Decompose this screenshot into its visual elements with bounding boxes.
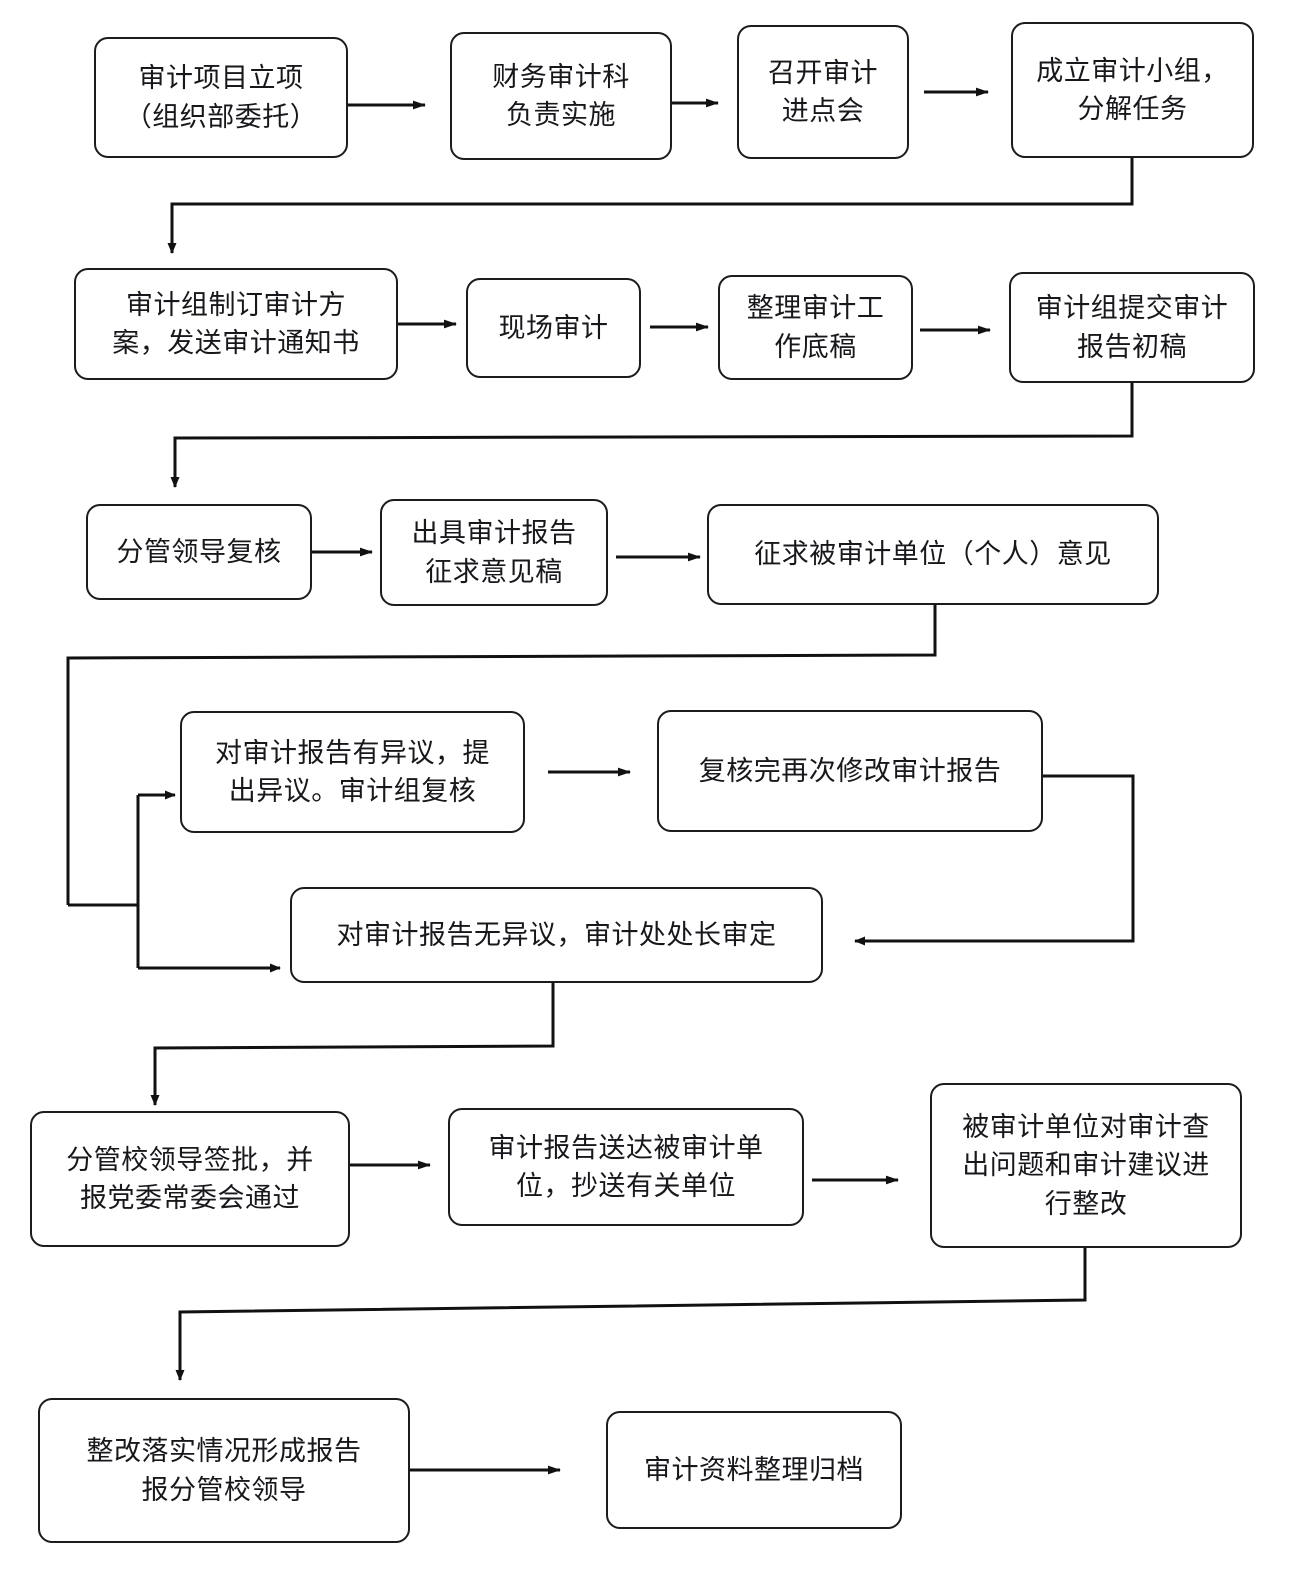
connector-n14-n15 xyxy=(150,982,555,1106)
node-report-has-objection-team-recheck[interactable]: 对审计报告有异议，提 出异议。审计组复核 xyxy=(180,711,525,833)
node-vice-president-sign-and-party-committee[interactable]: 分管校领导签批，并 报党委常委会通过 xyxy=(30,1111,350,1247)
node-deliver-report-to-auditee[interactable]: 审计报告送达被审计单 位，抄送有关单位 xyxy=(448,1108,804,1226)
node-label: 整改落实情况形成报告 报分管校领导 xyxy=(86,1436,362,1505)
node-label: 审计组提交审计 报告初稿 xyxy=(1035,293,1229,362)
node-onsite-audit[interactable]: 现场审计 xyxy=(466,278,641,378)
node-label: 审计资料整理归档 xyxy=(644,1454,864,1485)
node-audit-project-initiation[interactable]: 审计项目立项 （组织部委托） xyxy=(94,37,348,158)
connector-n17-n18 xyxy=(175,1248,1087,1381)
node-label: 财务审计科 负责实施 xyxy=(492,61,630,130)
node-label: 审计组制订审计方 案，发送审计通知书 xyxy=(112,289,360,358)
node-label: 出具审计报告 征求意见稿 xyxy=(411,518,577,587)
node-label: 对审计报告无异议，审计处处长审定 xyxy=(336,919,777,950)
connector-n4-n5 xyxy=(167,158,1134,254)
node-audit-plan-and-notice[interactable]: 审计组制订审计方 案，发送审计通知书 xyxy=(74,268,398,380)
node-label: 召开审计 进点会 xyxy=(768,57,878,126)
node-rectification-report-to-leader[interactable]: 整改落实情况形成报告 报分管校领导 xyxy=(38,1398,410,1543)
node-label: 整理审计工 作底稿 xyxy=(746,293,885,362)
connector-n13-n14 xyxy=(854,774,1135,946)
connector-n11-trunk xyxy=(66,605,937,905)
node-finance-audit-section-implements[interactable]: 财务审计科 负责实施 xyxy=(450,32,672,160)
node-solicit-auditee-opinions[interactable]: 征求被审计单位（个人）意见 xyxy=(707,504,1159,605)
node-label: 分管领导复核 xyxy=(116,536,282,567)
node-label: 成立审计小组， 分解任务 xyxy=(1036,55,1229,124)
node-form-audit-team-split-tasks[interactable]: 成立审计小组， 分解任务 xyxy=(1011,22,1254,158)
node-label: 被审计单位对审计查 出问题和审计建议进 行整改 xyxy=(962,1112,1210,1219)
node-label: 复核完再次修改审计报告 xyxy=(698,755,1002,786)
node-label: 审计项目立项 （组织部委托） xyxy=(124,63,318,132)
node-organize-audit-working-papers[interactable]: 整理审计工 作底稿 xyxy=(718,275,913,380)
node-issue-report-for-comment[interactable]: 出具审计报告 征求意见稿 xyxy=(380,499,608,606)
connector-n8-n9 xyxy=(170,383,1134,488)
node-label: 分管校领导签批，并 报党委常委会通过 xyxy=(66,1144,314,1213)
node-label: 现场审计 xyxy=(498,312,609,343)
node-hold-audit-entry-meeting[interactable]: 召开审计 进点会 xyxy=(737,25,909,159)
node-label: 审计报告送达被审计单 位，抄送有关单位 xyxy=(488,1132,764,1201)
node-label: 征求被审计单位（个人）意见 xyxy=(754,539,1112,570)
node-auditee-rectification[interactable]: 被审计单位对审计查 出问题和审计建议进 行整改 xyxy=(930,1083,1242,1248)
node-submit-draft-audit-report[interactable]: 审计组提交审计 报告初稿 xyxy=(1009,272,1255,383)
node-label: 对审计报告有异议，提 出异议。审计组复核 xyxy=(215,737,490,806)
node-archive-audit-materials[interactable]: 审计资料整理归档 xyxy=(606,1411,902,1529)
node-deputy-leader-review[interactable]: 分管领导复核 xyxy=(86,504,312,600)
node-revise-report-after-recheck[interactable]: 复核完再次修改审计报告 xyxy=(657,710,1043,832)
node-no-objection-director-approves[interactable]: 对审计报告无异议，审计处处长审定 xyxy=(290,887,823,983)
